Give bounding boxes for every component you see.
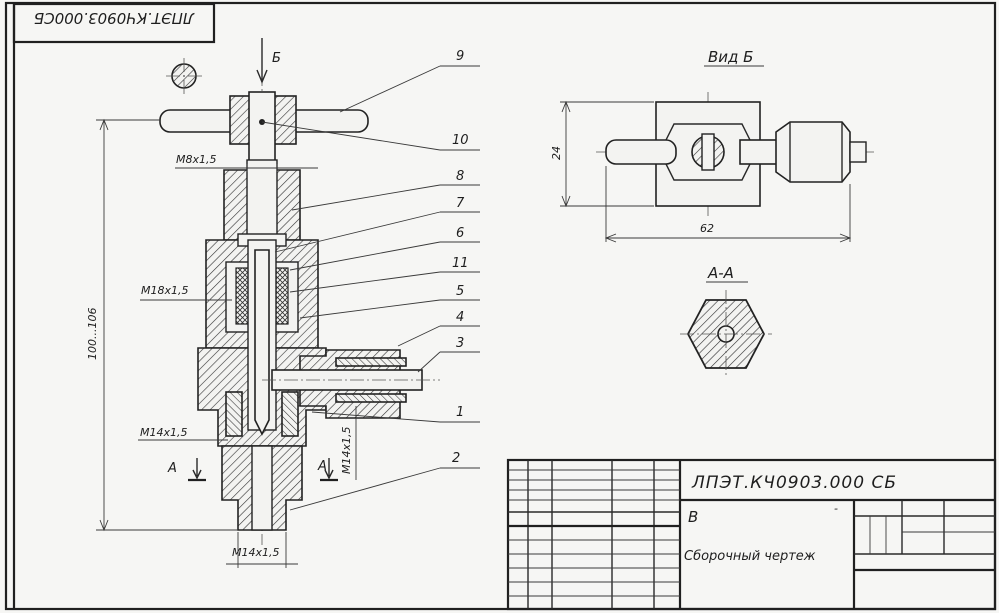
callout-3: 3 (456, 336, 464, 351)
needle-stem (254, 249, 270, 436)
top-stamp: ЛПЭТ.КЧ0903.000СБ (12, 2, 216, 44)
dim-62-text: 62 (700, 222, 714, 235)
dim-height: 100...106 (86, 118, 238, 532)
callout-6: 6 (456, 226, 464, 241)
view-arrow-label: Б (272, 51, 281, 66)
dim-m18: М18х1,5 (140, 284, 232, 301)
callouts: 9 10 8 7 6 11 5 4 3 1 2 (261, 49, 480, 511)
section-mark-left: А (167, 461, 177, 476)
title-block: ЛПЭТ.КЧ0903.000 СБ В - Сборочный чертеж (506, 458, 997, 611)
title-code: ЛПЭТ.КЧ0903.000 СБ (691, 473, 897, 493)
view-b-title: Вид Б (708, 48, 753, 66)
callout-11: 11 (452, 256, 469, 271)
callout-5: 5 (456, 284, 464, 299)
handle-left (605, 139, 677, 165)
callout-8: 8 (456, 169, 464, 184)
callout-2: 2 (452, 451, 460, 466)
dim-m14-vert: М14х1,5 (340, 406, 357, 480)
dim-m8-text: М8х1,5 (176, 153, 217, 166)
stamp-code-text: ЛПЭТ.КЧ0903.000СБ (34, 9, 195, 27)
title-doc-type: Сборочный чертеж (684, 549, 816, 564)
dim-m14-vert-text: М14х1,5 (340, 427, 353, 475)
dim-m14-bottom-text: М14х1,5 (232, 546, 280, 559)
dim-m14-left-text: М14х1,5 (140, 426, 188, 439)
section-marks: А А (167, 458, 338, 482)
dim-m8: М8х1,5 (175, 153, 318, 172)
title-dash: - (834, 502, 838, 515)
dim-m14-left: М14х1,5 (138, 426, 228, 441)
sheet-frame (4, 1, 997, 611)
handle-section-circle (166, 58, 202, 94)
section-aa: А-А (680, 264, 772, 378)
section-aa-title: А-А (707, 264, 734, 282)
dim-height-text: 100...106 (86, 308, 99, 360)
callout-10: 10 (452, 133, 469, 148)
dim-m18-text: М18х1,5 (141, 284, 189, 297)
callout-4: 4 (456, 310, 464, 325)
callout-1: 1 (456, 405, 464, 420)
dim-m14-bottom: М14х1,5 (226, 532, 298, 568)
dim-24-text: 24 (550, 146, 563, 160)
valve-section-view: Б (159, 38, 440, 545)
title-name-initial: В (688, 508, 698, 526)
side-nut (775, 121, 851, 183)
callout-7: 7 (456, 196, 465, 211)
view-b: Вид Б 24 62 (550, 48, 876, 243)
section-mark-right: А (317, 459, 327, 474)
callout-9: 9 (456, 49, 464, 64)
